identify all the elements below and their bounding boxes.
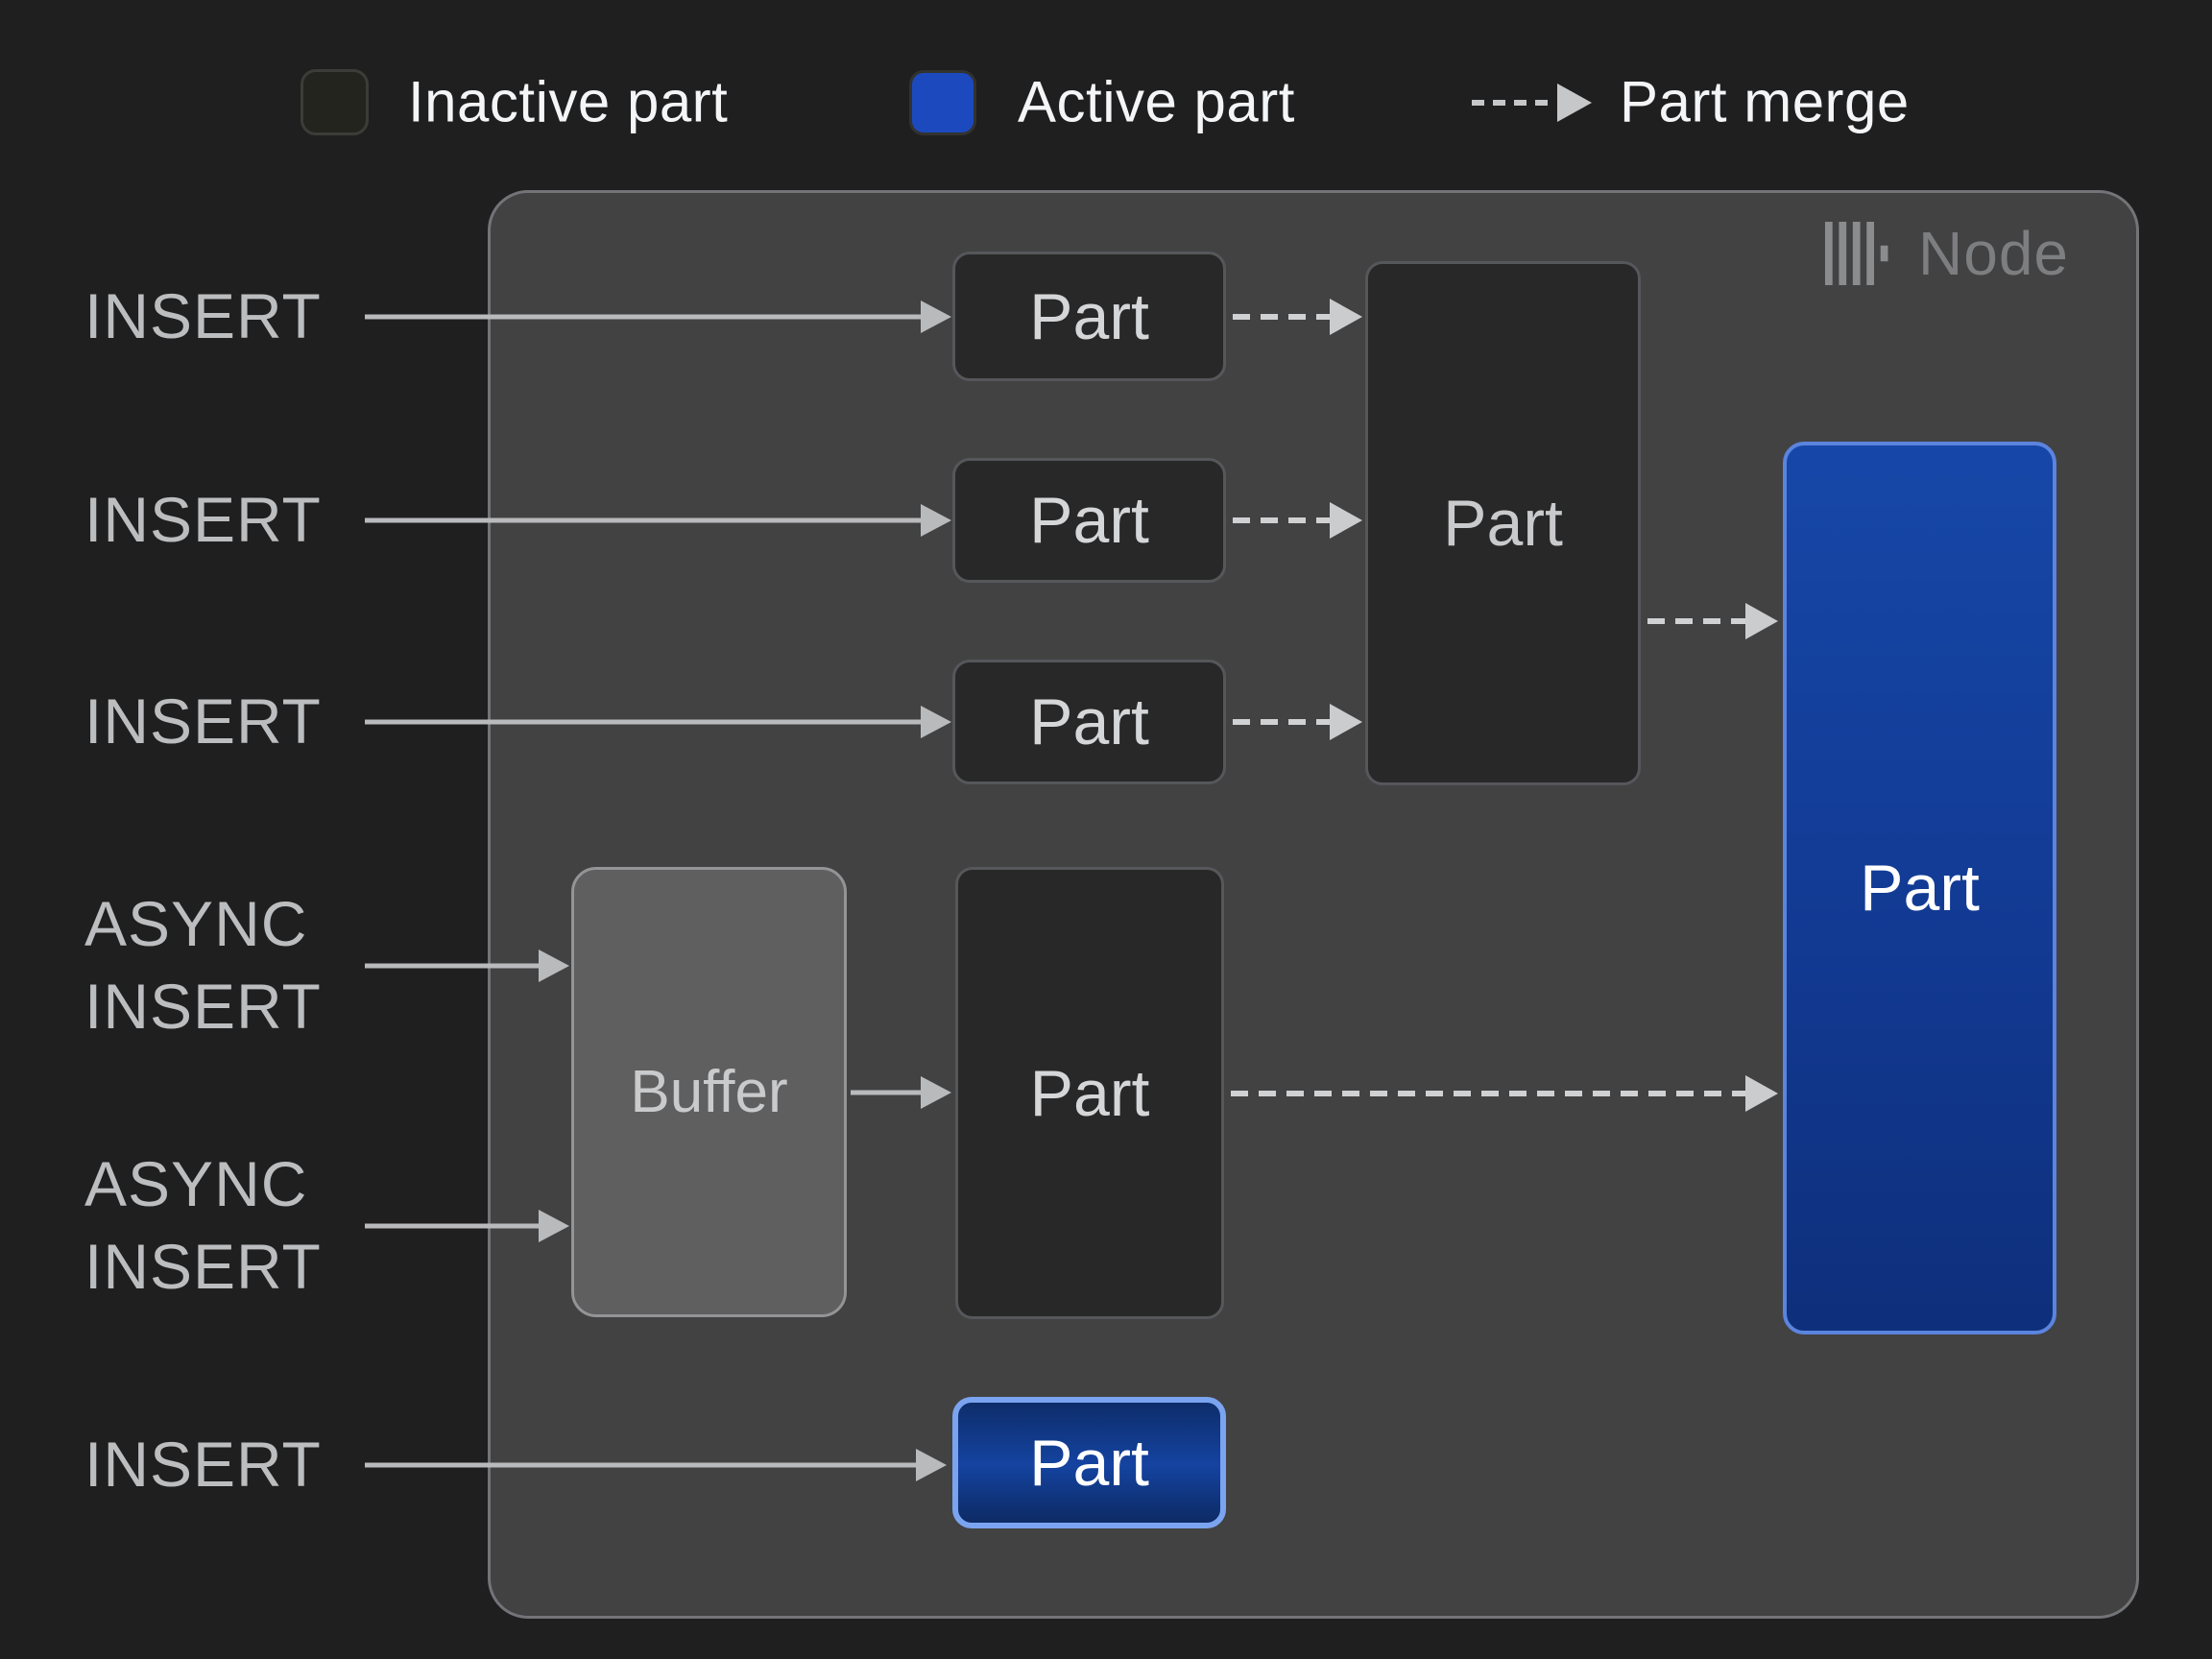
node-title: Node [1918, 219, 2069, 288]
inactive-part-box-2: Part [952, 458, 1226, 583]
legend-inactive-label: Inactive part [408, 69, 729, 134]
async-insert-label-1: ASYNC INSERT [84, 888, 322, 1042]
active-part-box-small: Part [952, 1397, 1226, 1528]
async-part-box: Part [955, 867, 1224, 1319]
inactive-part-box-1: Part [952, 252, 1226, 381]
active-part-box-large: Part [1783, 442, 2056, 1334]
insert-label-3: INSERT [84, 685, 322, 757]
buffer-box: Buffer [571, 867, 847, 1317]
inactive-part-box-3: Part [952, 660, 1226, 784]
inactive-part-swatch [301, 69, 369, 135]
clickhouse-logo-icon [1824, 222, 1888, 285]
insert-label-1: INSERT [84, 280, 322, 352]
async-insert-label-2: ASYNC INSERT [84, 1148, 322, 1302]
merged-part-box: Part [1365, 261, 1641, 785]
insert-label-2: INSERT [84, 484, 322, 556]
legend-merge-arrow [1472, 84, 1592, 122]
active-part-swatch [909, 70, 976, 135]
legend-active-label: Active part [1018, 69, 1295, 134]
legend-merge-label: Part merge [1620, 69, 1910, 134]
node-header: Node [1824, 219, 2069, 288]
insert-label-4: INSERT [84, 1429, 322, 1501]
